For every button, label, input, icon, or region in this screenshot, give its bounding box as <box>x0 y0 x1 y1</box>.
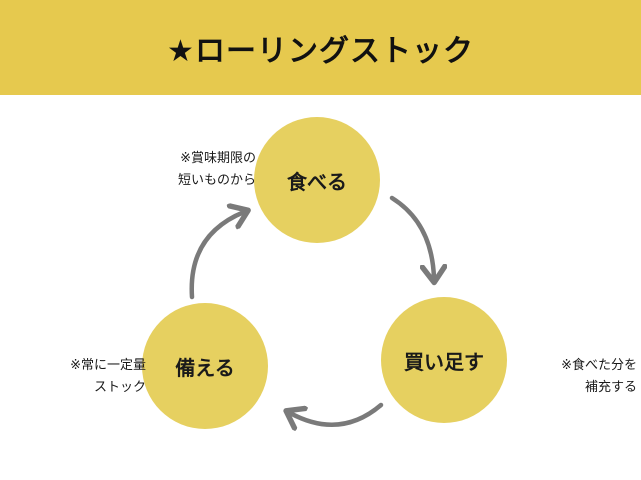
note-eat: ※賞味期限の 短いものから <box>136 148 256 192</box>
note-buy-line1: ※食べた分を <box>561 358 637 373</box>
step-eat-label: 食べる <box>287 169 347 194</box>
step-prepare-label: 備える <box>175 355 235 380</box>
note-eat-line2: 短いものから <box>177 173 256 188</box>
rolling-stock-cycle-diagram: 食べる 買い足す 備える ※賞味期限の 短いものから ※食べた分を 補充する ※… <box>0 95 641 480</box>
note-prepare: ※常に一定量 ストック <box>26 355 146 399</box>
note-buy: ※食べた分を 補充する <box>512 355 637 399</box>
note-prepare-line1: ※常に一定量 <box>70 358 146 373</box>
cycle-arrows <box>189 195 641 480</box>
note-eat-line1: ※賞味期限の <box>180 151 256 166</box>
step-prepare-circle: 備える <box>142 303 268 429</box>
step-eat-circle: 食べる <box>254 117 380 243</box>
note-prepare-line2: ストック <box>93 380 146 395</box>
arrow-buy-to-prepare <box>290 402 384 425</box>
header-banner: ★ローリングストック <box>0 0 641 95</box>
note-buy-line2: 補充する <box>584 380 637 395</box>
page-title: ★ローリングストック <box>167 33 474 69</box>
step-buy-circle: 買い足す <box>381 297 507 423</box>
step-buy-label: 買い足す <box>404 349 484 374</box>
arrow-prepare-to-eat <box>189 212 244 300</box>
arrow-eat-to-buy <box>389 195 434 278</box>
